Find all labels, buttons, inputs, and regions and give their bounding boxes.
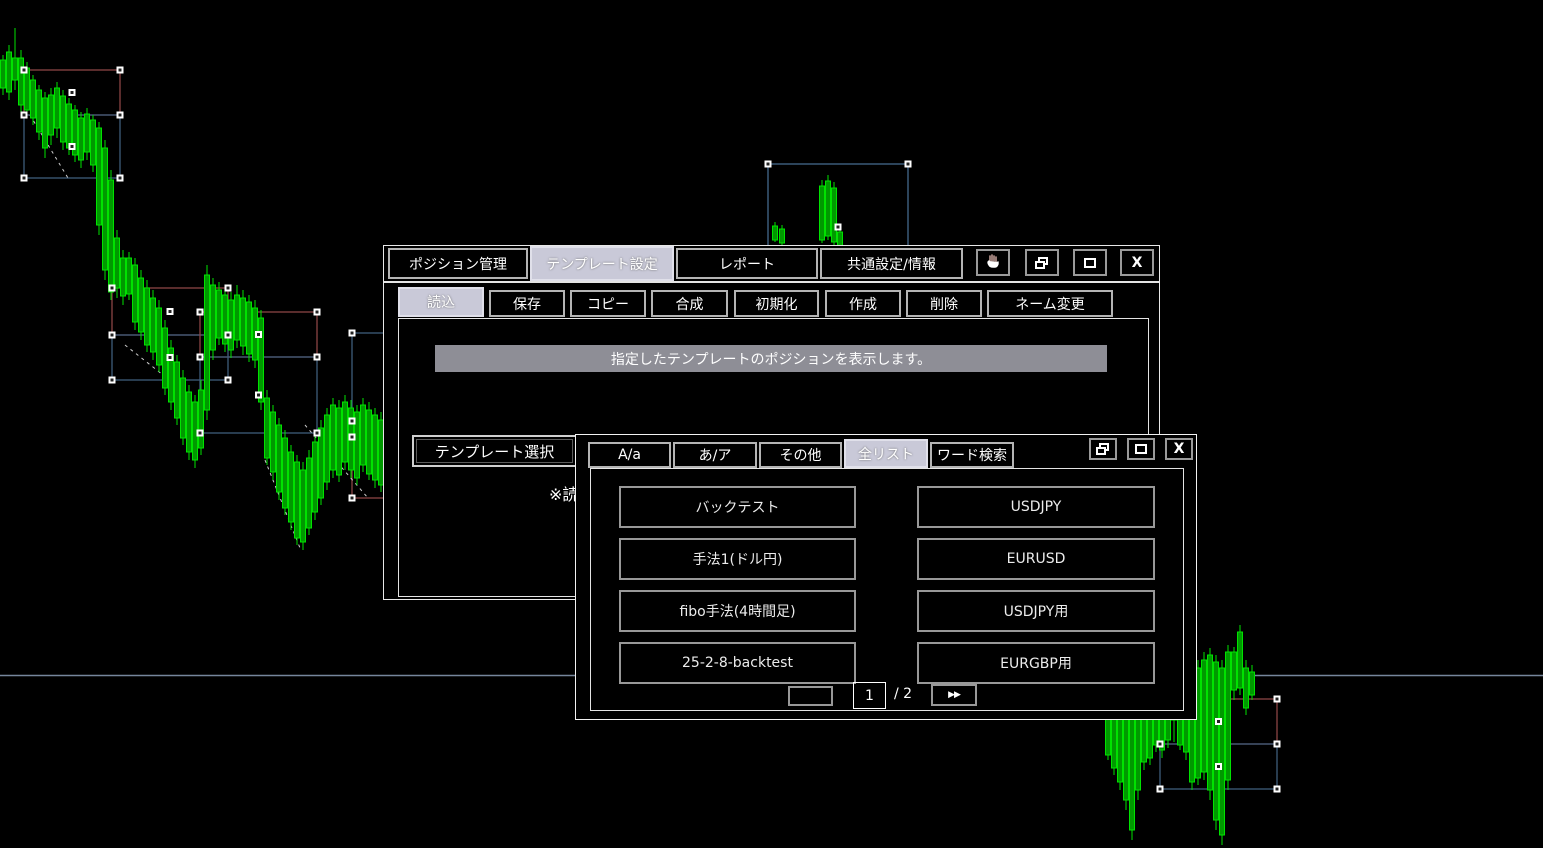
template-select-button[interactable]: テンプレート選択	[412, 435, 577, 467]
titlebar-separator	[384, 281, 1159, 283]
subtab-save[interactable]: 保存	[489, 290, 565, 317]
subtab-copy[interactable]: コピー	[570, 290, 646, 317]
dialog-tab-kana[interactable]: あ/ア	[673, 442, 757, 468]
subtab-compose[interactable]: 合成	[651, 290, 728, 317]
template-button-backtest[interactable]: バックテスト	[619, 486, 856, 528]
tab-report[interactable]: レポート	[676, 248, 818, 279]
template-button-method1[interactable]: 手法1(ドル円)	[619, 538, 856, 580]
template-button-eurgbp-yo[interactable]: EURGBP用	[917, 642, 1155, 684]
restore-button[interactable]	[1025, 249, 1059, 276]
next-page-button[interactable]: ▶▶	[931, 684, 977, 706]
dialog-tab-other[interactable]: その他	[759, 442, 842, 468]
tab-common-settings-info[interactable]: 共通設定/情報	[820, 248, 963, 279]
template-button-fibo[interactable]: fibo手法(4時間足)	[619, 590, 856, 632]
current-page-box: 1	[853, 682, 886, 709]
maximize-icon	[1084, 257, 1096, 268]
subtab-delete[interactable]: 削除	[906, 290, 982, 317]
subtab-load[interactable]: 読込	[398, 287, 484, 317]
close-icon: X	[1131, 254, 1143, 271]
dialog-maximize-button[interactable]	[1127, 438, 1155, 460]
dialog-tab-word-search[interactable]: ワード検索	[930, 442, 1014, 468]
template-button-usdjpy[interactable]: USDJPY	[917, 486, 1155, 528]
subtab-initialize[interactable]: 初期化	[734, 290, 819, 317]
page-total-label: / 2	[894, 686, 913, 702]
tab-template-settings[interactable]: テンプレート設定	[530, 246, 674, 281]
next-page-icon: ▶▶	[948, 690, 961, 700]
template-list-dialog: A/a あ/ア その他 全リスト ワード検索 X バックテスト USDJPY 手…	[575, 434, 1197, 720]
dialog-close-button[interactable]: X	[1165, 438, 1193, 460]
hand-tool-icon	[985, 253, 1001, 273]
tab-position-management[interactable]: ポジション管理	[388, 248, 528, 279]
maximize-button[interactable]	[1073, 249, 1107, 276]
subtab-create[interactable]: 作成	[825, 290, 901, 317]
template-list-frame: バックテスト USDJPY 手法1(ドル円) EURUSD fibo手法(4時間…	[590, 468, 1184, 711]
description-bar: 指定したテンプレートのポジションを表示します。	[435, 345, 1107, 372]
dialog-restore-button[interactable]	[1089, 438, 1117, 460]
note-text: ※読	[549, 485, 579, 504]
subtab-rename[interactable]: ネーム変更	[987, 290, 1113, 317]
restore-icon	[1096, 443, 1110, 455]
hand-tool-button[interactable]	[976, 249, 1010, 276]
page-input-box[interactable]	[788, 686, 833, 706]
close-icon: X	[1173, 441, 1185, 457]
template-button-usdjpy-yo[interactable]: USDJPY用	[917, 590, 1155, 632]
maximize-icon	[1135, 444, 1147, 454]
close-button[interactable]: X	[1120, 249, 1154, 276]
template-button-eurusd[interactable]: EURUSD	[917, 538, 1155, 580]
restore-icon	[1035, 256, 1049, 269]
template-button-25-2-8[interactable]: 25-2-8-backtest	[619, 642, 856, 684]
dialog-tab-alpha[interactable]: A/a	[588, 442, 671, 468]
dialog-tab-all-list[interactable]: 全リスト	[844, 439, 928, 468]
